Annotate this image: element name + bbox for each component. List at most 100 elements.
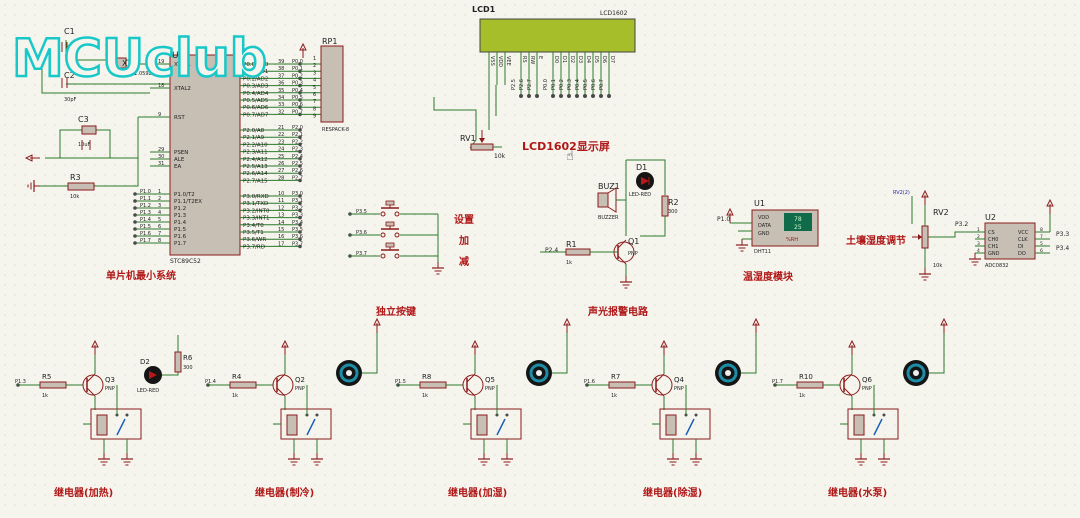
reset-circuit: C3 10uF R3 10k — [26, 115, 170, 200]
dht-pin-data: DATA — [758, 223, 771, 229]
mcu-pin-name: P2.3/A11 — [243, 150, 268, 156]
relay-dehumid-label: 继电器(除湿) — [643, 486, 702, 499]
fan-icon — [526, 360, 552, 386]
mcu-section-label: 单片机最小系统 — [106, 269, 176, 282]
key-set-label: 设置 — [454, 213, 474, 226]
rv1-value: 10k — [494, 153, 506, 160]
lcd-net-label: P0.2 — [559, 79, 565, 90]
mcu-pin-name: PSEN — [174, 150, 188, 156]
adc-net-out-2: P3.4 — [1056, 245, 1069, 252]
key-switch[interactable] — [386, 201, 394, 205]
lcd-pin-label: RS — [521, 56, 527, 63]
rv2-probe: RV2(2) — [893, 190, 910, 196]
mcuclub-watermark: MCUclub — [12, 29, 267, 89]
relay-cool-label: 继电器(制冷) — [255, 486, 314, 499]
mcu-left-net: P1.3 — [140, 210, 151, 216]
mcu-pin-number: 31 — [158, 161, 164, 167]
relay-drivers: P1.3R51kQ3PNPD2LED-REDR6300P1.4R41kQ2PNP… — [15, 319, 947, 465]
lcd-pin-label: D6 — [601, 56, 607, 63]
mcu-pin-number: 14 — [278, 220, 284, 226]
adc-pin-name: GND — [988, 251, 1000, 257]
mcu-pin-number: 3 — [158, 203, 161, 209]
adc-pin-number: 3 — [977, 241, 980, 247]
mcu-pin-name: P0.4/AD4 — [243, 91, 269, 97]
relay-transistor-label: Q4 — [674, 376, 685, 384]
soil-adc-circuit: 土壤湿度调节 RV2(2) RV2 10k U2 ADC0832 CS1CH02… — [846, 190, 1069, 280]
mcu-left-net: P1.7 — [140, 238, 151, 244]
rp1-pin-number: 5 — [313, 85, 316, 91]
rp1-pins: 123456789 — [313, 56, 316, 120]
relay-transistor-label: Q6 — [862, 376, 873, 384]
adc-pin-name: CH1 — [988, 244, 998, 250]
mcu-pin-number: 5 — [158, 217, 161, 223]
mcu-pin-number: 13 — [278, 213, 284, 219]
mcu-pin-number: 36 — [278, 81, 284, 87]
lcd-pin-label: E — [537, 56, 543, 59]
lcd-net-label: P0.0 — [543, 79, 549, 90]
mcu-pin-name: P1.1/T2EX — [174, 199, 202, 205]
mcu-pin-number: 34 — [278, 95, 284, 101]
mcu-pin-name: P3.6/WR — [243, 237, 266, 243]
mcu-pin-number: 38 — [278, 66, 284, 72]
relay-led-resistor-label: R6 — [183, 354, 193, 362]
d1-model: LED-RED — [629, 192, 651, 198]
relay-resistor-value: 1k — [799, 393, 805, 399]
lcd-pin-label: D4 — [585, 56, 591, 63]
buz-label: BUZ1 — [598, 182, 620, 191]
relay-transistor-label: Q3 — [105, 376, 115, 384]
mcu-pin-number: 27 — [278, 168, 284, 174]
adc-net-out-1: P3.3 — [1056, 231, 1069, 238]
rp1-pin-number: 9 — [313, 114, 316, 120]
adc-pin-name: DI — [1018, 244, 1023, 250]
mcu-pin-number: 25 — [278, 154, 284, 160]
cursor-icon: ☝ — [566, 149, 574, 164]
rp1-resistor-pack: RP1 RESPACK-8 123456789 — [300, 37, 349, 133]
lcd-ref: LCD1 — [472, 5, 496, 14]
relay-transistor-type: PNP — [485, 386, 495, 392]
dht-section-label: 温湿度模块 — [743, 270, 794, 283]
adc-ref: U2 — [985, 213, 996, 222]
adc-pin-name: VCC — [1018, 230, 1029, 236]
adc-net-in: P3.2 — [955, 221, 968, 228]
mcu-pin-name: P3.5/T1 — [243, 230, 264, 236]
mcu-pin-number: 12 — [278, 205, 284, 211]
lcd-pin-label: D5 — [593, 56, 599, 63]
key-sub-label: 减 — [459, 255, 469, 268]
lcd-net-label: P0.4 — [575, 79, 581, 90]
key-switch[interactable] — [386, 243, 394, 247]
fan-icon — [903, 360, 929, 386]
mcu-left-net: P1.0 — [140, 189, 151, 195]
lcd-pin-label: VSS — [489, 56, 495, 66]
relay-transistor-type: PNP — [862, 386, 872, 392]
mcu-pin-number: 7 — [158, 231, 161, 237]
relay-pump-label: 继电器(水泵) — [828, 486, 887, 499]
rp1-pin-number: 2 — [313, 63, 316, 69]
mcu-pin-name: P3.7/RD — [243, 244, 265, 250]
dht-pin-vdd: VDD — [758, 215, 769, 221]
relay-transistor-type: PNP — [105, 386, 115, 392]
relay-humid-label: 继电器(加湿) — [448, 486, 507, 499]
mcu-pin-name: P1.3 — [174, 213, 187, 219]
lcd-pin-label: D0 — [553, 56, 559, 63]
mcu-pin-name: ALE — [174, 157, 185, 163]
adc-pin-number: 7 — [1040, 234, 1043, 240]
r2-value: 300 — [668, 209, 678, 215]
adc-pin-number: 1 — [977, 227, 980, 233]
relay-resistor-label: R4 — [232, 373, 242, 381]
mcu-pin-name: P2.6/A14 — [243, 171, 268, 177]
lcd-net-label: P0.7 — [599, 79, 605, 90]
soil-section-label: 土壤湿度调节 — [846, 234, 906, 247]
relay-transistor-label: Q2 — [295, 376, 305, 384]
r3-label: R3 — [70, 173, 81, 182]
relay-led-resistor-value: 300 — [183, 365, 193, 371]
dht-pin-gnd: GND — [758, 231, 770, 237]
fan-icon — [336, 360, 362, 386]
relay-resistor-value: 1k — [422, 393, 428, 399]
key-switch[interactable] — [386, 222, 394, 226]
relay-net: P1.4 — [205, 379, 216, 385]
relay-resistor-label: R7 — [611, 373, 620, 381]
mcu-left-net: P1.5 — [140, 224, 151, 230]
mcu-pin-name: P3.1/TXD — [243, 201, 268, 207]
